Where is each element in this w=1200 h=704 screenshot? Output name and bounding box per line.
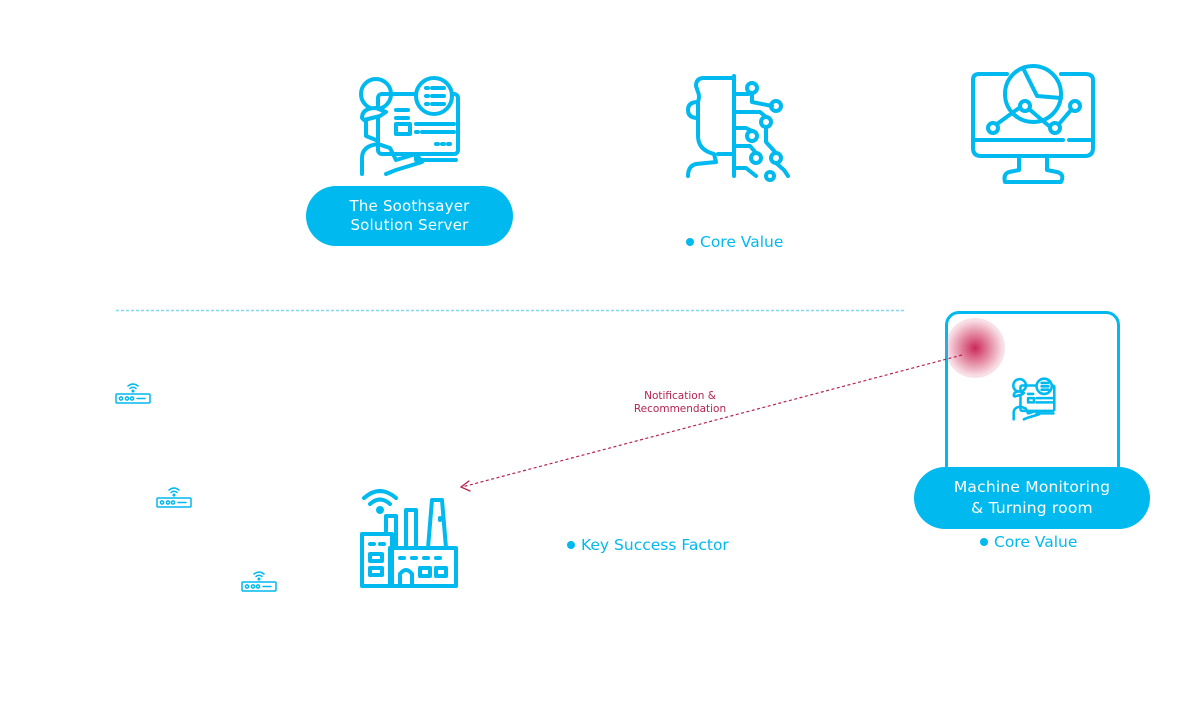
alert-glow-indicator [945,318,1005,378]
operator-computer-icon [359,76,460,176]
monitoring-operator-icon [1012,377,1056,421]
section-divider [116,309,906,312]
bullet-dot [567,541,575,549]
machine-monitoring-label: Machine Monitoring & Turning room [914,467,1150,529]
ai-cyborg-head-icon [686,74,790,182]
notification-line1: Notification & [644,390,716,402]
server-label-line1: The Soothsayer [349,197,470,215]
wifi-router-icon [156,487,192,508]
soothsayer-server-label: The Soothsayer Solution Server [306,186,513,246]
monitoring-label-line1: Machine Monitoring [953,478,1111,496]
monitoring-label-line2: & Turning room [971,499,1093,517]
server-label-line2: Solution Server [350,216,469,234]
bullet-dot [686,238,694,246]
notification-line2: Recommendation [633,403,727,415]
monitoring-core-value-bullet: Core Value [980,533,1077,551]
core-value-text: Core Value [994,533,1078,551]
wifi-router-icon [115,383,151,404]
notification-dashed-line [461,354,963,488]
monitor-analytics-chart-icon [971,64,1095,184]
key-success-factor-bullet: Key Success Factor [567,536,729,554]
wifi-router-icon [241,571,277,592]
notification-label: Notification & Recommendation [620,390,740,416]
core-value-text: Core Value [700,233,784,251]
ai-core-value-bullet: Core Value [686,233,783,251]
key-success-factor-text: Key Success Factor [581,536,729,554]
arrowhead-icon [459,480,471,492]
smart-factory-icon [360,489,458,588]
bullet-dot [980,538,988,546]
